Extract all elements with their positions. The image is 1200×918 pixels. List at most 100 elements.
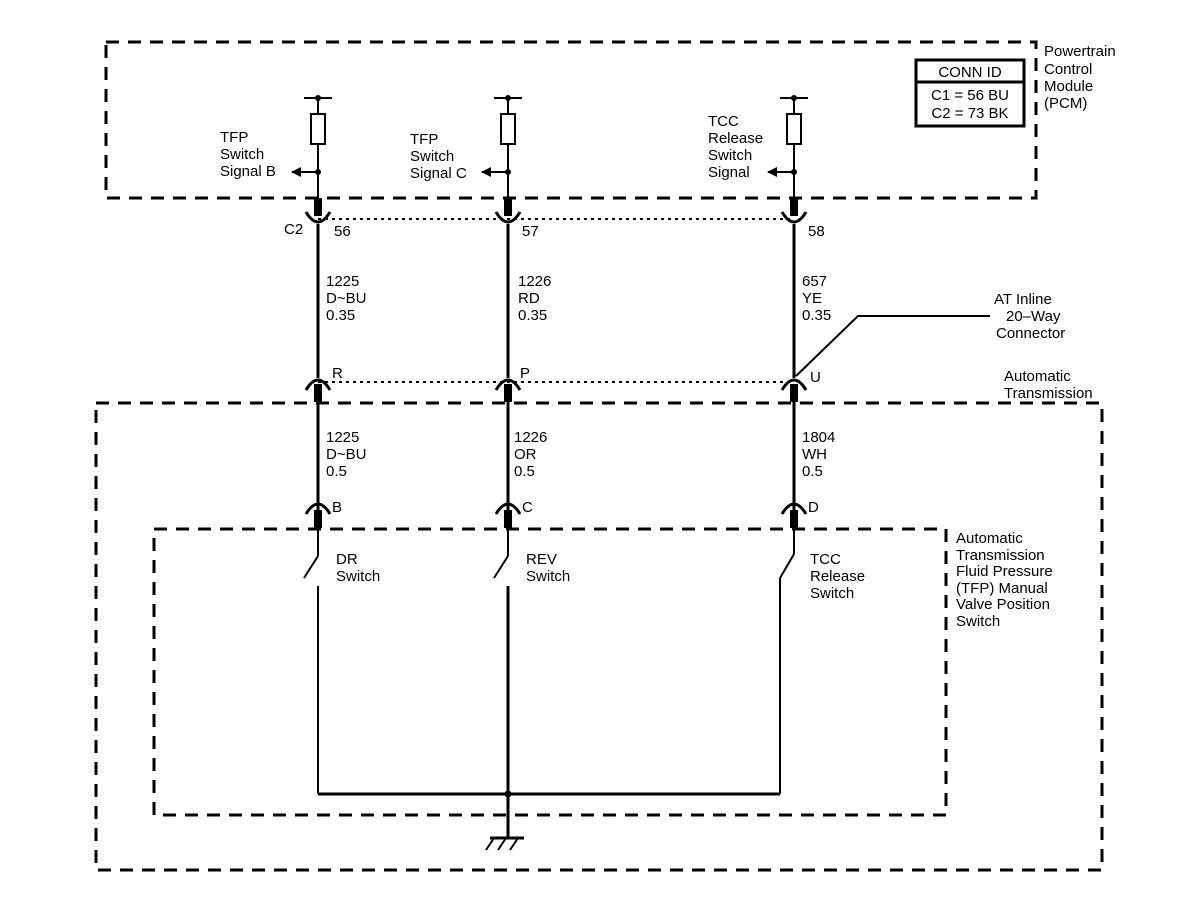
wire-gauge: 0.5 [802,463,823,480]
signal-label-b: TFP Switch Signal B [220,129,276,180]
wire-label-1225-lower: 1225 D~BU 0.5 [326,429,366,480]
connector-id: C2 [284,221,303,238]
transmission-label-line: Automatic [1004,368,1071,385]
signal-label-line: Signal B [220,163,276,180]
wire-gauge: 0.35 [802,307,831,324]
wire-label-657-upper: 657 YE 0.35 [802,273,831,324]
wire-color: D~BU [326,290,366,307]
inline-connector-label-line: 20–Way [1006,308,1061,325]
tfp-switch-label-line: (TFP) Manual [956,580,1048,597]
wire-circuit-number: 1225 [326,273,359,290]
dr-switch-label: DR Switch [336,551,380,585]
tfp-switch-label-line: Transmission [956,547,1045,564]
switch-label-line: Switch [526,568,570,585]
inline-connector: R P U [304,315,990,402]
signal-label-line: Release [708,130,763,147]
wire-gauge: 0.5 [514,463,535,480]
transmission-label: Automatic Transmission [1004,368,1093,402]
pin-number: 57 [522,223,539,240]
wire-label-1225-upper: 1225 D~BU 0.35 [326,273,366,324]
leader-line [795,315,990,377]
switch-blade [493,555,509,579]
conn-id-table: CONN ID C1 = 56 BU C2 = 73 BK [914,58,1026,128]
tfp-switch-label: Automatic Transmission Fluid Pressure (T… [956,530,1053,630]
switch-label-line: DR [336,551,358,568]
pcm-label-line: Powertrain [1044,43,1116,60]
wire-label-1226-upper: 1226 RD 0.35 [518,273,551,324]
wire-circuit-number: 657 [802,273,827,290]
signal-label-c: TFP Switch Signal C [410,131,467,182]
switch-connector: B C D [304,499,819,528]
pcm-label-line: (PCM) [1044,95,1087,112]
conn-id-header: CONN ID [938,64,1002,81]
wire-gauge: 0.35 [326,307,355,324]
dr-switch [303,528,319,794]
wire-circuit-number: 1804 [802,429,835,446]
tfp-switch-box [152,527,948,817]
transmission-box [94,401,1104,872]
pin-letter: B [332,499,342,516]
pin-number: 58 [808,223,825,240]
tcc-release-switch-label: TCC Release Switch [810,551,865,602]
signal-label-line: Signal [708,164,750,181]
switch-label-line: REV [526,551,557,568]
signal-label-line: Switch [220,146,264,163]
pcm-label-line: Control [1044,61,1092,78]
pin-letter: C [522,499,533,516]
pull-up-resistor [310,113,326,145]
ground-icon [485,836,524,851]
signal-label-line: Signal C [410,165,467,182]
pcm-label: Powertrain Control Module (PCM) [1044,43,1116,112]
signal-label-line: TFP [410,131,438,148]
transmission-label-line: Transmission [1004,385,1093,402]
splice-point [504,790,512,798]
pin-letter: U [810,369,821,386]
wire-circuit-number: 1226 [518,273,551,290]
switch-label-line: Switch [336,568,380,585]
pin-letter: R [332,365,343,382]
tcc-release-switch [779,528,795,794]
signal-label-tcc: TCC Release Switch Signal [708,113,763,181]
pull-up-resistor [786,113,802,145]
tfp-switch-label-line: Switch [956,613,1000,630]
tfp-switch-label-line: Automatic [956,530,1023,547]
switch-label-line: TCC [810,551,841,568]
switch-blade [303,555,319,579]
inline-connector-label: AT Inline 20–Way Connector [994,291,1065,342]
inline-connector-label-line: Connector [996,325,1065,342]
switch-blade [779,553,795,579]
pull-up-resistor [500,113,516,145]
circuit-signal-c [481,95,522,198]
wire-gauge: 0.35 [518,307,547,324]
rev-switch-label: REV Switch [526,551,570,585]
pin-letter: P [520,365,530,382]
circuit-tcc-release-signal [767,95,808,198]
pcm-box [104,40,1038,200]
signal-label-line: TCC [708,113,739,130]
circuit-signal-b [291,95,332,198]
wire-color: YE [802,290,822,307]
wire-color: D~BU [326,446,366,463]
wire-gauge: 0.5 [326,463,347,480]
tfp-switch-label-line: Fluid Pressure [956,563,1053,580]
pcm-label-line: Module [1044,78,1093,95]
conn-id-row: C2 = 73 BK [931,105,1008,122]
wire-color: RD [518,290,540,307]
wire-label-1226-lower: 1226 OR 0.5 [514,429,547,480]
signal-label-line: TFP [220,129,248,146]
wire-circuit-number: 1226 [514,429,547,446]
pin-letter: D [808,499,819,516]
wire-circuit-number: 1225 [326,429,359,446]
conn-id-row: C1 = 56 BU [931,87,1009,104]
wire-color: OR [514,446,537,463]
wire-label-1804-lower: 1804 WH 0.5 [802,429,835,480]
pin-number: 56 [334,223,351,240]
tfp-switch-label-line: Valve Position [956,596,1050,613]
inline-connector-label-line: AT Inline [994,291,1052,308]
wire-color: WH [802,446,827,463]
switch-label-line: Release [810,568,865,585]
pcm-connector-c2: C2 56 57 58 [284,198,825,240]
signal-label-line: Switch [708,147,752,164]
signal-label-line: Switch [410,148,454,165]
